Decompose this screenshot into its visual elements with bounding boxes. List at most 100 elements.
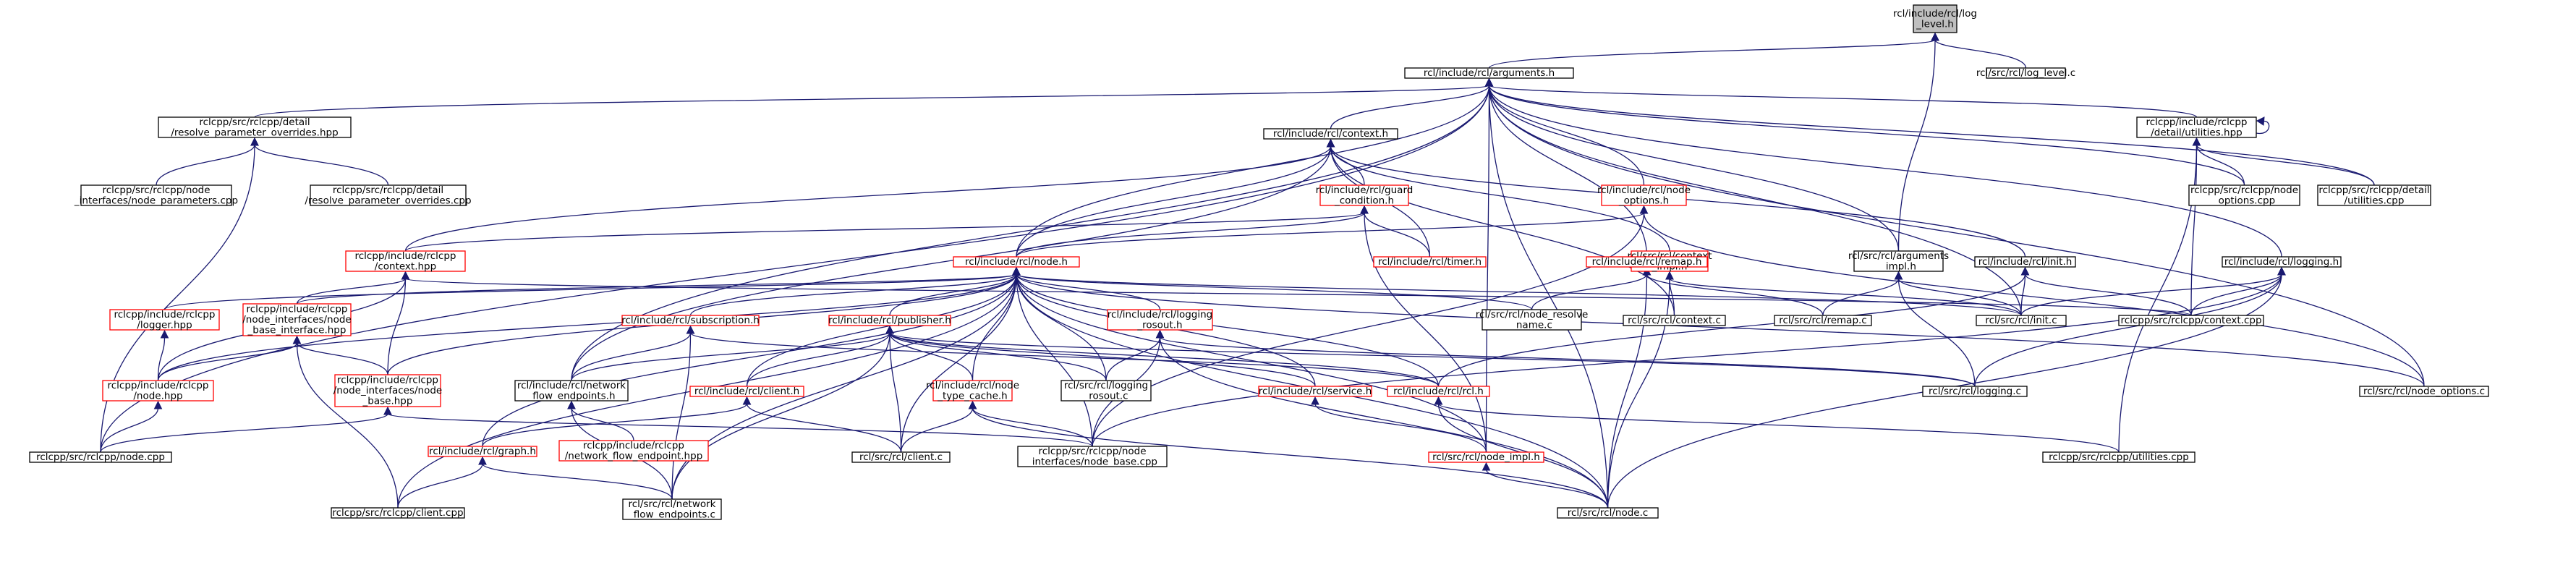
node-rcl-include-rcl-timer-h[interactable]: rcl/include/rcl/timer.h: [1373, 256, 1487, 268]
edge-line: [900, 407, 974, 453]
edge-remaph-to-nodec: [1607, 266, 1652, 509]
nodes-layer: rcl/include/rcl/log_level.hrcl/include/r…: [29, 4, 2489, 521]
node-label-line: _interfaces/node_base.cpp: [1026, 456, 1157, 467]
arrowhead-icon: [1482, 462, 1491, 471]
node-rcl-include-rcl-network-flow-endpoints-h[interactable]: rcl/include/rcl/network_flow_endpoints.h: [514, 380, 629, 402]
edge-line: [2256, 121, 2270, 134]
edge-line: [1488, 85, 2198, 118]
edge-line: [482, 273, 1017, 447]
node-rcl-include-rcl-node-type-cache-h[interactable]: rcl/include/rcl/node_type_cache.h: [926, 380, 1019, 402]
edge-line: [387, 278, 407, 375]
node-rcl-src-rcl-log-level-c[interactable]: rcl/src/rcl/log_level.c: [1976, 67, 2075, 79]
node-rclcpp-include-rclcpp-logger-hpp[interactable]: rclcpp/include/rclcpp/logger.hpp: [109, 309, 220, 331]
edge-pubh-to-netflowh: [571, 325, 894, 381]
node-label-line: /node.hpp: [133, 390, 182, 402]
node-label-line: rclcpp/include/rclcpp: [114, 309, 216, 320]
node-rcl-src-rcl-node-c[interactable]: rcl/src/rcl/node.c: [1557, 507, 1659, 519]
node-label-line: _flow_endpoints.h: [527, 390, 615, 402]
node-rcl-src-rcl-init-c[interactable]: rcl/src/rcl/init.c: [1976, 315, 2067, 326]
node-rcl-include-rcl-logging-rosout-h[interactable]: rcl/include/rcl/logging_rosout.h: [1107, 309, 1213, 331]
edge-line: [1105, 336, 1161, 381]
node-rclcpp-src-rclcpp-node-options-cpp[interactable]: rclcpp/src/rclcpp/node_options.cpp: [2188, 184, 2300, 207]
node-box: [621, 315, 760, 326]
edge-nodeimplh-to-nodec: [1482, 462, 1609, 509]
edge-line: [1934, 39, 2027, 69]
edge-line: [156, 144, 255, 186]
node-rclcpp-src-rclcpp-node-interfaces-node-parameters-cpp[interactable]: rclcpp/src/rclcpp/node_interfaces/node_p…: [74, 184, 238, 207]
edge-line: [1488, 85, 2282, 258]
edge-line: [1016, 273, 2022, 316]
node-rclcpp-include-rclcpp-node-hpp[interactable]: rclcpp/include/rclcpp/node.hpp: [102, 380, 214, 402]
arrowhead-icon: [1360, 205, 1369, 214]
node-rcl-include-rcl-node-h[interactable]: rcl/include/rcl/node.h: [953, 256, 1080, 268]
edge-subh-to-netflowh: [571, 325, 695, 381]
node-rcl-src-rcl-context-c[interactable]: rcl/src/rcl/context.c: [1623, 315, 1726, 326]
edge-line: [1974, 273, 2282, 387]
node-rclcpp-src-rclcpp-detail-resolve-parameter-overrides-cpp[interactable]: rclcpp/src/rclcpp/detail/resolve_paramet…: [305, 184, 471, 207]
node-rcl-src-rcl-arguments-impl-h[interactable]: rcl/src/rcl/arguments_impl.h: [1848, 250, 1949, 273]
node-rclcpp-include-rclcpp-detail-utilities-hpp[interactable]: rclcpp/include/rclcpp/detail/utilities.h…: [2136, 116, 2257, 139]
node-rclcpp-src-rclcpp-client-cpp[interactable]: rclcpp/src/rclcpp/client.cpp: [331, 507, 465, 519]
node-rcl-src-rcl-node-resolve-name-c[interactable]: rcl/src/rcl/node_resolve_name.c: [1476, 309, 1589, 331]
node-rclcpp-src-rclcpp-node-cpp[interactable]: rclcpp/src/rclcpp/node.cpp: [29, 451, 172, 463]
node-rcl-include-rcl-rcl-h[interactable]: rcl/include/rcl/rcl.h: [1387, 386, 1490, 397]
node-rcl-src-rcl-node-impl-h[interactable]: rcl/src/rcl/node_impl.h: [1428, 451, 1544, 463]
node-rclcpp-include-rclcpp-node-interfaces-node-base-interface-hpp[interactable]: rclcpp/include/rclcpp/node_interfaces/no…: [242, 303, 352, 336]
node-rcl-src-rcl-logging-c[interactable]: rcl/src/rcl/logging.c: [1922, 386, 2028, 397]
node-rcl-include-rcl-remap-h[interactable]: rcl/include/rcl/remap.h: [1586, 256, 1708, 268]
node-box: [1601, 184, 1687, 206]
edge-line: [1016, 273, 1533, 310]
node-rcl-include-rcl-publisher-h[interactable]: rcl/include/rcl/publisher.h: [828, 315, 951, 326]
node-box: [1913, 4, 1957, 33]
edge-line: [689, 332, 1440, 387]
edge-line: [2020, 273, 2282, 316]
edge-line: [404, 212, 1365, 252]
node-label-line: _name.c: [1510, 319, 1552, 331]
arrowhead-icon: [1326, 138, 1335, 148]
node-rcl-include-rcl-guard-condition-h[interactable]: rcl/include/rcl/guard_condition.h: [1316, 184, 1414, 207]
node-rclcpp-src-rclcpp-context-cpp[interactable]: rclcpp/src/rclcpp/context.cpp: [2118, 315, 2264, 326]
node-rcl-src-rcl-remap-c[interactable]: rcl/src/rcl/remap.c: [1774, 315, 1872, 326]
edge-line: [746, 332, 890, 387]
node-rcl-include-rcl-service-h[interactable]: rcl/include/rcl/service.h: [1258, 386, 1372, 397]
edge-line: [1016, 85, 1490, 258]
edge-nbi-to-clientcpp: [292, 335, 399, 509]
arrowhead-icon: [1639, 205, 1649, 214]
node-rcl-include-rcl-logging-h[interactable]: rcl/include/rcl/logging.h: [2222, 256, 2342, 268]
node-rcl-include-rcl-client-h[interactable]: rcl/include/rcl/client.h: [689, 386, 804, 397]
node-rcl-include-rcl-init-h[interactable]: rcl/include/rcl/init.h: [1974, 256, 2076, 268]
edge-utilhpp-to-nodeoptcpp: [2192, 137, 2245, 186]
node-rclcpp-src-rclcpp-detail-resolve-parameter-overrides-hpp[interactable]: rclcpp/src/rclcpp/detail/resolve_paramet…: [158, 116, 352, 139]
node-rcl-include-rcl-subscription-h[interactable]: rcl/include/rcl/subscription.h: [621, 315, 760, 326]
edge-line: [1364, 212, 1431, 258]
node-rcl-src-rcl-network-flow-endpoints-c[interactable]: rcl/src/rcl/network_flow_endpoints.c: [622, 498, 722, 521]
edge-line: [900, 273, 1017, 453]
node-box: [1373, 256, 1487, 268]
edge-args-to-argsimpl: [1484, 77, 1900, 252]
node-rcl-src-rcl-logging-rosout-c[interactable]: rcl/src/rcl/logging_rosout.c: [1060, 380, 1152, 402]
node-rclcpp-src-rclcpp-node-interfaces-node-base-cpp[interactable]: rclcpp/src/rclcpp/node_interfaces/node_b…: [1017, 446, 1168, 468]
edge-pubh-to-loggingrosoutc: [885, 325, 1107, 381]
edge-subh-to-rclh: [686, 325, 1440, 387]
node-rcl-include-rcl-arguments-h[interactable]: rcl/include/rcl/arguments.h: [1404, 67, 1574, 79]
arrowhead-icon: [250, 137, 259, 146]
edge-line: [746, 273, 1017, 387]
edge-line: [1897, 39, 1936, 252]
edge-line: [1646, 273, 1824, 316]
node-rcl-src-rcl-client-c[interactable]: rcl/src/rcl/client.c: [851, 451, 951, 463]
node-rcl-include-rcl-graph-h[interactable]: rcl/include/rcl/graph.h: [428, 446, 537, 457]
edge-line: [1669, 278, 2022, 316]
node-rcl-include-rcl-node-options-h[interactable]: rcl/include/rcl/node_options.h: [1597, 184, 1691, 207]
edge-line: [163, 273, 1017, 310]
node-rclcpp-src-rclcpp-utilities-cpp[interactable]: rclcpp/src/rclcpp/utilities.cpp: [2042, 451, 2195, 463]
node-label-line: /node_interfaces/node: [242, 314, 351, 326]
node-label-line: rclcpp/include/rclcpp: [247, 304, 348, 315]
node-rclcpp-include-rclcpp-node-interfaces-node-base-hpp[interactable]: rclcpp/include/rclcpp/node_interfaces/no…: [333, 374, 442, 407]
edge-line: [746, 403, 902, 453]
node-rcl-src-rcl-node-options-c[interactable]: rcl/src/rcl/node_options.c: [2359, 386, 2489, 397]
node-rclcpp-src-rclcpp-detail-utilities-cpp[interactable]: rclcpp/src/rclcpp/detail/utilities.cpp: [2317, 184, 2431, 207]
node-rclcpp-include-rclcpp-network-flow-endpoint-hpp[interactable]: rclcpp/include/rclcpp/network_flow_endpo…: [558, 440, 709, 462]
node-rcl-include-rcl-context-h[interactable]: rcl/include/rcl/context.h: [1263, 128, 1398, 140]
edge-line: [671, 332, 692, 500]
node-rclcpp-include-rclcpp-context-hpp[interactable]: rclcpp/include/rclcpp/context.hpp: [345, 250, 466, 273]
